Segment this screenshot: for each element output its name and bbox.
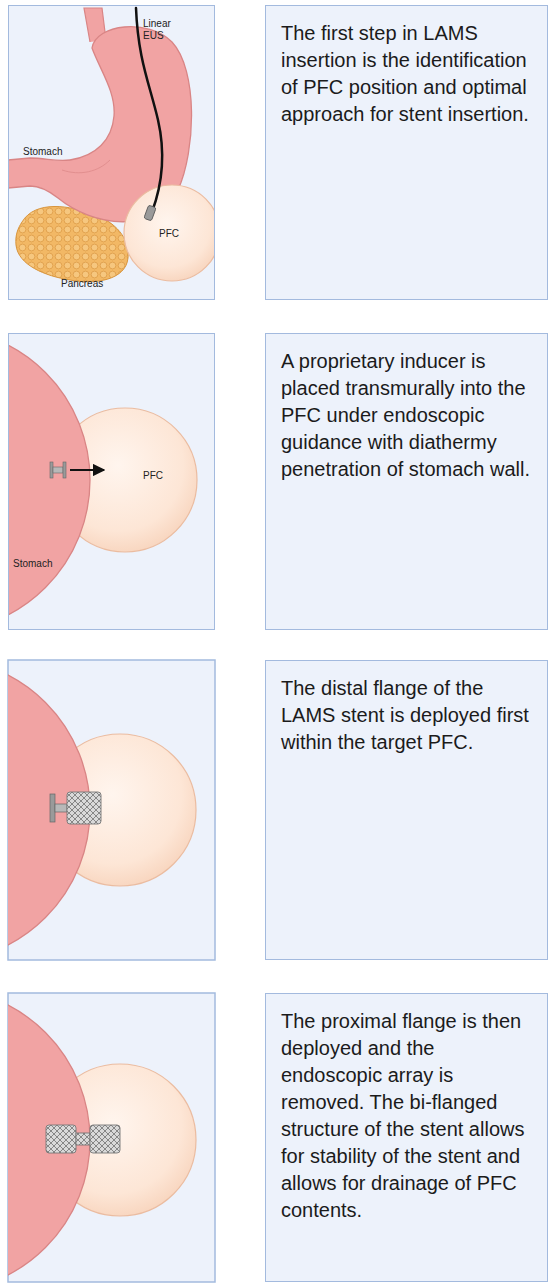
inducer-step (8, 333, 197, 630)
part-label: Pancreas (61, 278, 131, 290)
part-label: Linear EUS (143, 18, 179, 42)
illustration-panel: Linear EUS StomachPFC Pancreas (8, 5, 215, 300)
proximal-flange (46, 1125, 76, 1153)
part-label: PFC (143, 470, 183, 482)
anatomy-overview (8, 8, 215, 282)
stent-mesh (67, 792, 101, 824)
step-text-box: The proximal flange is then deployed and… (265, 993, 548, 1282)
illustration-panel: PFC Stomach (8, 333, 215, 630)
part-label: PFC (159, 228, 199, 240)
direction-arrow (70, 469, 104, 471)
scope-tip (144, 205, 156, 221)
part-label: Stomach (13, 558, 73, 570)
step-description: A proprietary inducer is placed transmur… (281, 348, 533, 483)
distal-flange-step (8, 660, 196, 960)
part-label: Stomach (23, 146, 83, 158)
stomach-fold (62, 160, 110, 173)
step-description: The distal flange of the LAMS stent is d… (281, 675, 533, 756)
stent-waist (76, 1133, 90, 1145)
step-text-box: A proprietary inducer is placed transmur… (265, 333, 548, 630)
inducer-body (53, 467, 63, 473)
stomach-wall (8, 993, 90, 1283)
delivery-shaft (55, 804, 67, 812)
step-text-box: The first step in LAMS insertion is the … (265, 5, 548, 300)
step-description: The proximal flange is then deployed and… (281, 1008, 533, 1224)
inducer-flange (63, 462, 66, 478)
pfc-cyst (124, 185, 215, 281)
delivery-flange (50, 794, 55, 822)
distal-flange (90, 1125, 120, 1153)
step-description: The first step in LAMS insertion is the … (281, 20, 533, 128)
step-text-box: The distal flange of the LAMS stent is d… (265, 660, 548, 960)
inducer-flange (50, 462, 53, 478)
deployed-stent-step (8, 993, 196, 1283)
stomach-wall (8, 333, 90, 630)
